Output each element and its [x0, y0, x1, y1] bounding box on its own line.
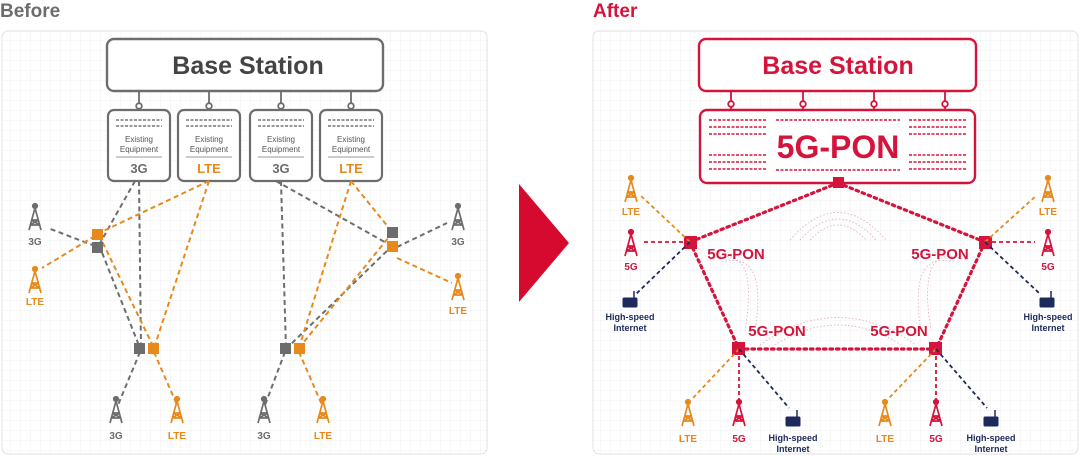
equipment-4-tech: LTE [339, 161, 363, 176]
before-lte-links [41, 180, 453, 406]
after-left-5g-label: 5G [624, 262, 638, 273]
before-base-station-label: Base Station [172, 52, 323, 80]
before-panel: Before Base Station Existing Equipment 3… [0, 1, 488, 455]
equipment-3-line2: Equipment [262, 145, 301, 154]
after-lte-links [639, 194, 1038, 399]
transition-arrow-icon [519, 184, 569, 302]
equipment-1-tech: 3G [130, 161, 147, 176]
before-connectors [135, 91, 355, 110]
equipment-1-line2: Equipment [120, 145, 159, 154]
equipment-1-line1: Existing [125, 135, 153, 144]
equipment-4-line2: Equipment [332, 145, 371, 154]
tower-label-right-lte: LTE [449, 306, 467, 317]
after-bl-5g-label: 5G [732, 434, 746, 445]
tower-label-bottom-a-3g: 3G [109, 431, 123, 442]
after-left-internet-line2: Internet [613, 323, 646, 333]
equipment-box-1: Existing Equipment 3G [106, 108, 172, 183]
tower-label-right-3g: 3G [451, 237, 465, 248]
before-canvas [1, 30, 488, 455]
after-bl-internet-line1: High-speed [768, 433, 817, 443]
pon-right-label: 5G-PON [911, 246, 969, 263]
equipment-box-3: Existing Equipment 3G [248, 108, 314, 183]
after-bl-lte-label: LTE [679, 434, 697, 445]
after-5g-links [642, 241, 1035, 400]
equipment-2-line1: Existing [195, 135, 223, 144]
pon-main-label: 5G-PON [777, 129, 900, 165]
before-junctions [92, 227, 398, 354]
after-br-internet-line1: High-speed [966, 433, 1015, 443]
equipment-2-line2: Equipment [190, 145, 229, 154]
after-heading: After [593, 1, 638, 22]
after-left-internet-line1: High-speed [605, 312, 654, 322]
tower-label-left-lte: LTE [26, 297, 44, 308]
equipment-3-tech: 3G [272, 161, 289, 176]
after-br-internet-line2: Internet [974, 444, 1007, 454]
tower-label-left-3g: 3G [28, 237, 42, 248]
pon-equipment-box: 5G-PON [698, 108, 977, 185]
equipment-box-4: Existing Equipment LTE [318, 108, 384, 183]
equipment-2-tech: LTE [197, 161, 221, 176]
pon-left-label: 5G-PON [707, 246, 765, 263]
after-panel: After Base Station 5G-PON [592, 1, 1079, 455]
after-br-5g-label: 5G [929, 434, 943, 445]
after-bl-internet-line2: Internet [776, 444, 809, 454]
tower-label-bottom-b-lte: LTE [314, 431, 332, 442]
equipment-3-line1: Existing [267, 135, 295, 144]
pon-ring [688, 181, 987, 351]
after-br-lte-label: LTE [876, 434, 894, 445]
tower-label-bottom-b-3g: 3G [257, 431, 271, 442]
after-right-lte-label: LTE [1039, 207, 1057, 218]
after-base-station-box [697, 37, 978, 93]
tower-label-bottom-a-lte: LTE [168, 431, 186, 442]
after-left-lte-label: LTE [622, 207, 640, 218]
after-internet-links [635, 241, 1041, 409]
pon-signal-pattern [709, 212, 967, 346]
after-connectors [727, 91, 949, 110]
after-right-5g-label: 5G [1041, 262, 1055, 273]
equipment-box-2: Existing Equipment LTE [176, 108, 242, 183]
after-right-internet-line2: Internet [1031, 323, 1064, 333]
pon-bottom-right-label: 5G-PON [870, 323, 928, 340]
equipment-4-line1: Existing [337, 135, 365, 144]
after-base-station-label: Base Station [762, 52, 913, 80]
before-heading: Before [0, 1, 60, 22]
before-base-station-box [105, 37, 385, 93]
pon-bottom-left-label: 5G-PON [748, 323, 806, 340]
after-right-internet-line1: High-speed [1023, 312, 1072, 322]
